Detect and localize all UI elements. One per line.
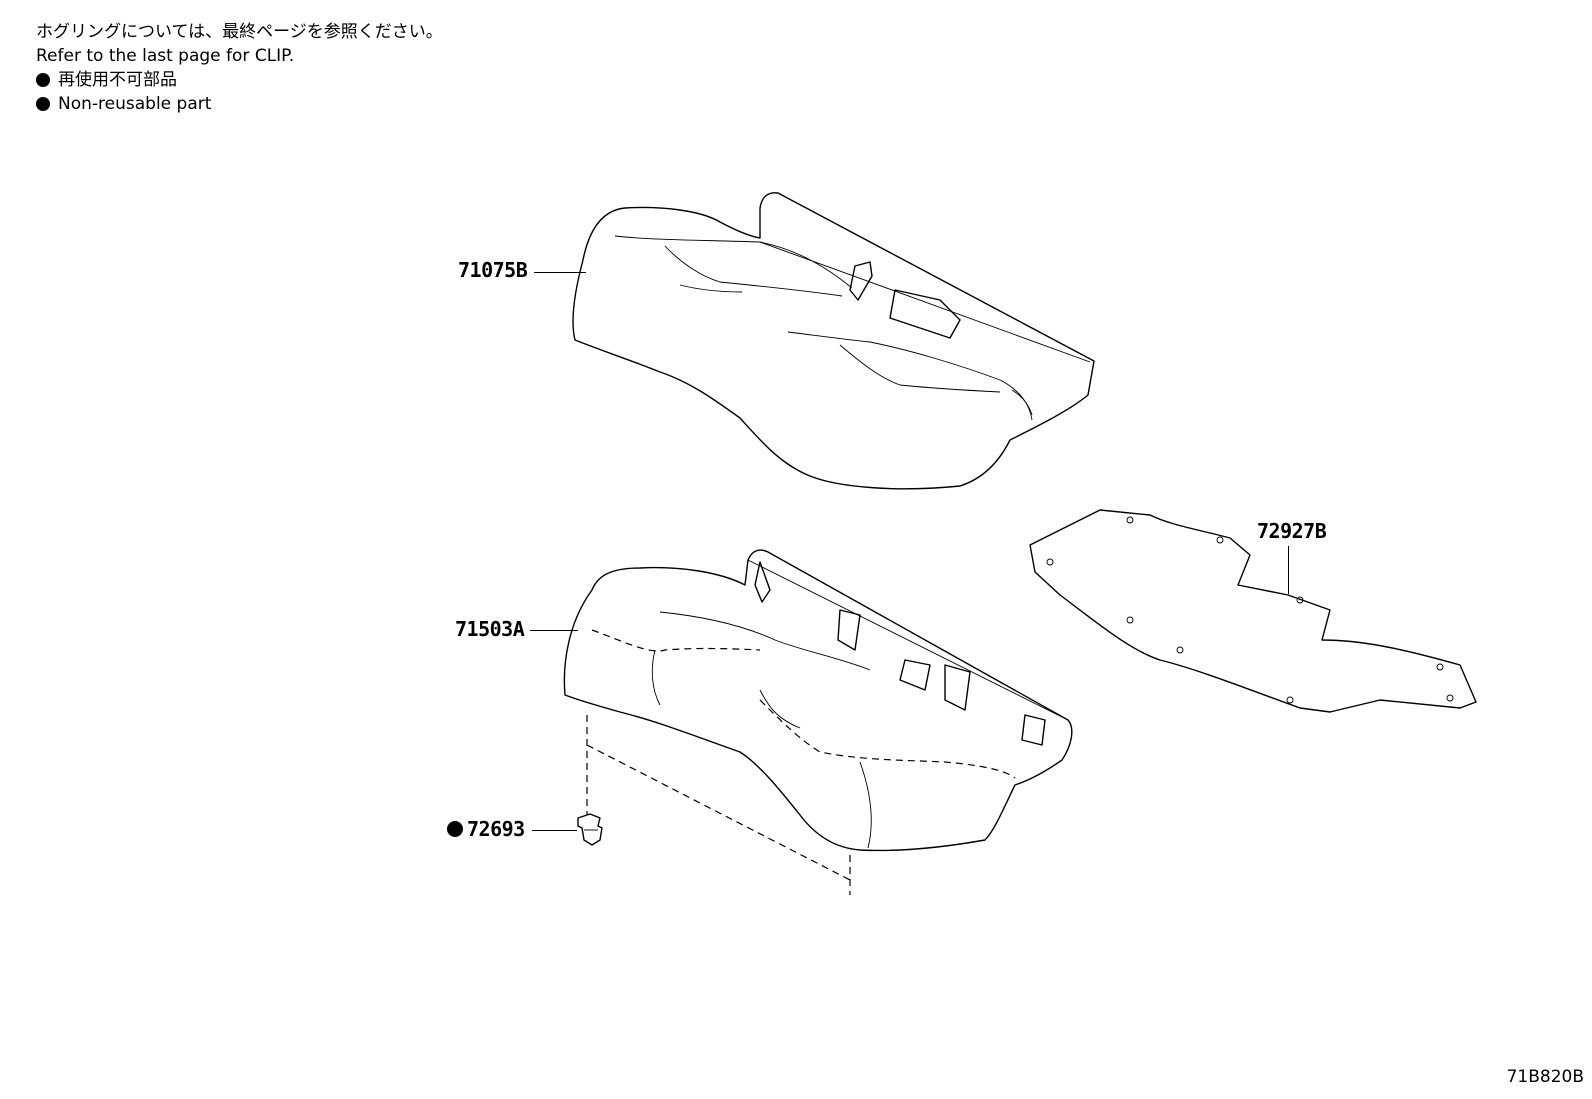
leader-line [1288,546,1289,594]
non-reusable-marker-icon [447,821,463,837]
legend-text-jp: 再使用不可部品 [58,70,177,90]
diagram-code: 71B820B [1506,1067,1584,1087]
seat-cushion-pad-drawing [572,192,1095,490]
legend-non-reusable-en: Non-reusable part [36,92,443,116]
note-clip-jp: ホグリングについては、最終ページを参照ください。 [36,22,443,42]
legend-text-en: Non-reusable part [58,94,212,114]
clip-drawing [577,813,603,846]
diagram-notes: ホグリングについては、最終ページを参照ください。 Refer to the la… [36,20,443,116]
callout-71503A: 71503A [455,617,525,641]
legend-non-reusable-jp: 再使用不可部品 [36,68,443,92]
note-clip-en: Refer to the last page for CLIP. [36,46,295,66]
leader-line [530,630,578,631]
seat-cushion-frame-drawing [563,549,1073,895]
filled-circle-icon [36,73,50,87]
callout-71075B: 71075B [458,258,528,282]
leader-line [534,272,586,273]
cover-sheet-drawing [1029,509,1477,713]
callout-72927B: 72927B [1257,519,1327,543]
filled-circle-icon [36,97,50,111]
callout-72693: 72693 [447,817,525,841]
leader-line [532,830,577,831]
callout-72693-label: 72693 [467,817,525,841]
